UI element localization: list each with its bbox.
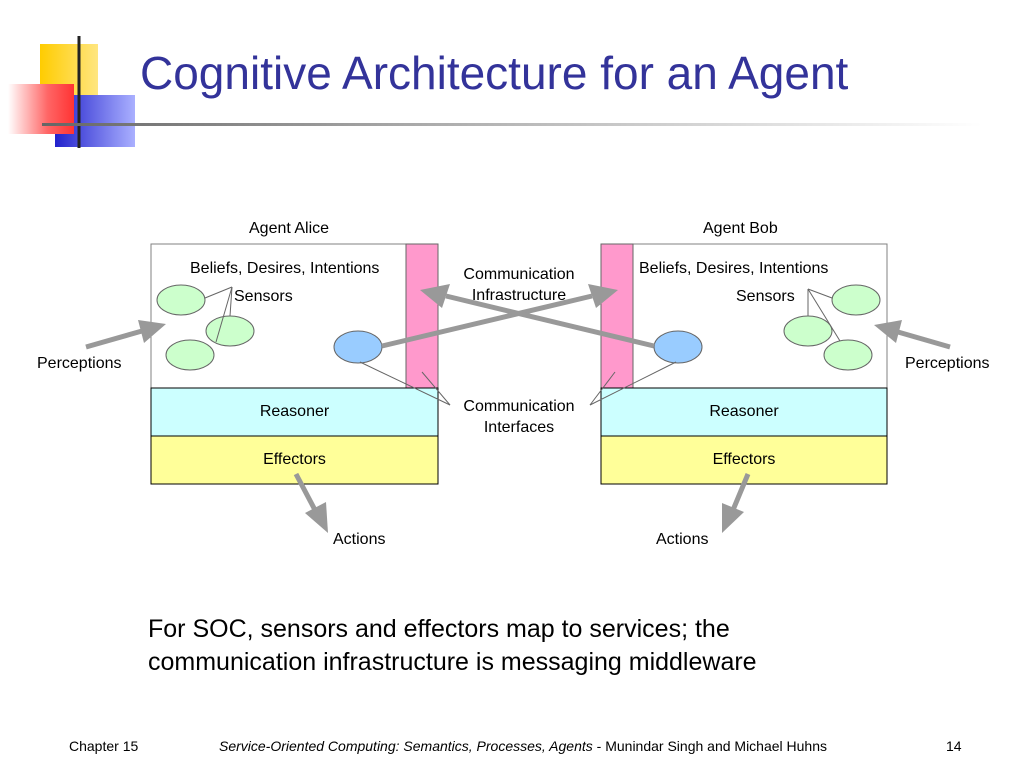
alice-action-arrow-head [305, 502, 328, 533]
bob-effectors-label: Effectors [712, 451, 776, 468]
comm-infrastructure-line2: Infrastructure [471, 287, 567, 304]
bob-sensor-callout [807, 288, 833, 299]
bob-reasoner-box [600, 387, 888, 437]
comm-interface-callout [359, 361, 451, 406]
comm-interfaces-line2: Interfaces [483, 419, 555, 436]
alice-action-arrow-shaft [293, 472, 318, 512]
bob-action-arrow-head [722, 503, 744, 533]
alice-to-bob-arrow-head [588, 284, 618, 308]
comm-interfaces-line1: Communication [463, 398, 575, 415]
comm-interfaces-label: Communication Interfaces [444, 396, 594, 438]
alice-perceptions-label: Perceptions [37, 355, 122, 372]
footer-book-title: Service-Oriented Computing: Semantics, P… [219, 738, 593, 754]
alice-effectors-label: Effectors [263, 451, 326, 468]
bob-actions-label: Actions [656, 531, 709, 548]
bob-bdi-label: Beliefs, Desires, Intentions [639, 260, 829, 277]
bob-sensor-callout [807, 288, 841, 342]
caption-text: For SOC, sensors and effectors map to se… [148, 613, 908, 679]
title-rule [42, 123, 982, 126]
comm-infrastructure-label: Communication Infrastructure [444, 264, 594, 306]
alice-sensor-callout [229, 286, 233, 317]
caption-line2: communication infrastructure is messagin… [148, 648, 757, 676]
bob-agent-label: Agent Bob [703, 220, 778, 237]
comm-interface-callout [589, 361, 677, 406]
bob-effectors-box [600, 435, 888, 485]
alice-agent-label: Agent Alice [249, 220, 330, 237]
alice-sensors-label: Sensors [234, 288, 293, 305]
bob-interface-node [653, 330, 703, 364]
bob-sensors-label: Sensors [736, 288, 795, 305]
page-title: Cognitive Architecture for an Agent [140, 47, 849, 99]
comm-infrastructure-line1: Communication [463, 266, 575, 283]
bob-action-arrow-shaft [730, 473, 751, 511]
comm-interface-callout [589, 371, 616, 406]
alice-reasoner-label: Reasoner [259, 403, 330, 420]
alice-bdi-label: Beliefs, Desires, Intentions [190, 260, 380, 277]
alice-to-bob-arrow-shaft [381, 293, 593, 349]
bob-to-alice-arrow-shaft [445, 293, 655, 349]
bob-reasoner-label: Reasoner [709, 403, 779, 420]
comm-interface-callout [421, 371, 451, 406]
bob-sensor-ellipse [783, 315, 833, 347]
bob-sensor-ellipse [831, 284, 881, 316]
footer-authors: - Munindar Singh and Michael Huhns [592, 738, 828, 754]
alice-perception-arrow-shaft [85, 328, 143, 350]
bob-to-alice-arrow-head [420, 284, 450, 308]
alice-interface-node [333, 330, 383, 364]
alice-sensor-callout [215, 286, 233, 343]
alice-perception-arrow-head [138, 320, 166, 343]
bob-sensor-ellipse [823, 339, 873, 371]
alice-sensor-callout [204, 286, 233, 299]
bob-perceptions-label: Perceptions [905, 355, 990, 372]
alice-actions-label: Actions [333, 531, 386, 548]
alice-sensor-ellipse [156, 284, 206, 316]
footer-chapter: Chapter 15 [69, 738, 139, 754]
bob-perception-arrow-shaft [897, 329, 951, 350]
caption-line1: For SOC, sensors and effectors map to se… [148, 615, 730, 643]
alice-comm-bar [405, 243, 439, 389]
alice-reasoner-box [150, 387, 439, 437]
bob-comm-bar [600, 243, 634, 389]
footer-page-number: 14 [946, 738, 962, 754]
alice-sensor-ellipse [165, 339, 215, 371]
bob-perception-arrow-head [874, 320, 902, 343]
alice-sensor-ellipse [205, 315, 255, 347]
footer-citation: Service-Oriented Computing: Semantics, P… [219, 738, 827, 754]
